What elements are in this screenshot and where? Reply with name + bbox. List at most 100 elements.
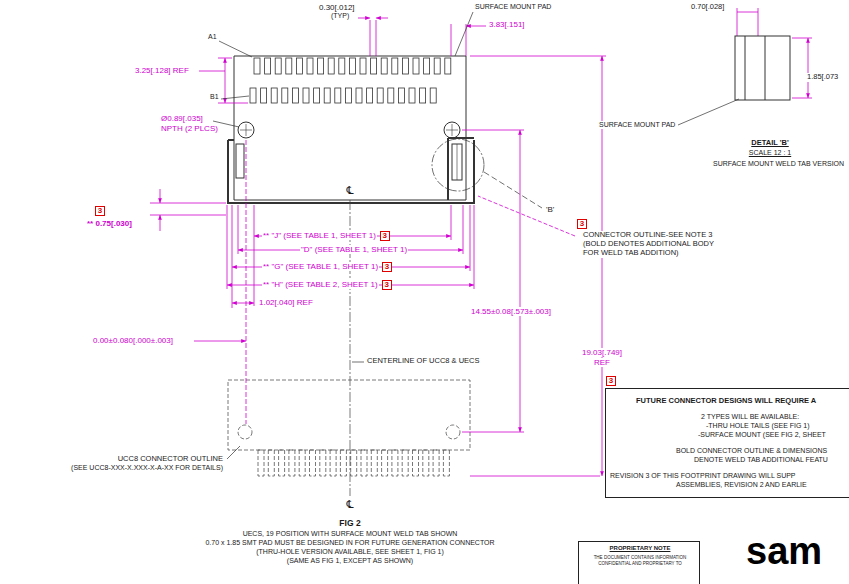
dimension-lines — [232, 303, 254, 304]
revision-box: 3 — [606, 376, 616, 386]
connector-body — [444, 122, 460, 138]
dimension-lines — [160, 215, 161, 231]
contact-pad — [250, 88, 256, 103]
contact-pad — [402, 58, 408, 74]
note-text: CONFIDENTIAL AND PROPRIETARY TO — [598, 561, 682, 566]
note-text: FUTURE CONNECTOR DESIGNS WILL REQUIRE A — [636, 397, 816, 406]
leader-lines — [484, 172, 542, 208]
dimension-lines — [246, 140, 247, 424]
ucc8-pin — [330, 450, 336, 476]
ucc8-pin — [299, 450, 305, 476]
dimension-lines — [150, 215, 226, 216]
dimension-lines — [376, 18, 388, 19]
ucc8-pin — [258, 450, 264, 476]
contact-pad — [292, 88, 298, 103]
revision-number: 3 — [385, 263, 389, 271]
drawing-label: UECS, 19 POSITION WITH SURFACE MOUNT WEL… — [242, 530, 459, 538]
contact-pad — [349, 58, 355, 74]
revision-box: 3 — [382, 280, 392, 290]
leader-lines — [219, 41, 252, 57]
drawing-label: 1.85[.073 — [806, 73, 839, 82]
contact-pad — [424, 58, 430, 74]
drawing-label: FIG 2 — [338, 519, 361, 529]
ucc8-pin — [392, 450, 398, 476]
dimension-lines — [808, 38, 809, 98]
connector-body — [228, 140, 474, 203]
drawing-label: CONNECTOR OUTLINE-SEE NOTE 3 — [582, 231, 713, 240]
contact-pad — [318, 58, 324, 74]
connector-body — [234, 56, 466, 200]
note-text: THE DOCUMENT CONTAINS INFORMATION — [594, 555, 687, 560]
note-text: REVISION 3 OF THIS FOOTPRINT DRAWING WIL… — [610, 472, 796, 480]
drawing-label: FOR WELD TAB ADDITION) — [582, 249, 680, 258]
ucc8-outline — [228, 380, 470, 476]
detail-b-pad — [765, 36, 766, 100]
contact-pad — [314, 88, 320, 103]
ucc8-pin — [310, 450, 316, 476]
ucc8-pin — [279, 450, 285, 476]
contact-pad — [371, 58, 377, 74]
leader-lines — [455, 12, 473, 56]
dimension-lines — [451, 24, 452, 56]
dimension-lines — [225, 58, 226, 103]
contact-pad — [445, 58, 451, 74]
drawing-label: CENTERLINE OF UCC8 & UECS — [366, 357, 481, 366]
dimension-lines — [218, 103, 248, 104]
dimension-lines — [462, 130, 524, 131]
dimension-lines — [254, 205, 255, 306]
drawing-label: ** "J" (SEE TABLE 1, SHEET 1) — [262, 231, 377, 240]
leader-lines — [352, 362, 364, 363]
ucc8-pin — [443, 450, 449, 476]
dimension-lines — [194, 341, 246, 342]
drawing-label: 14.55±0.08[.573±.003] — [470, 307, 552, 316]
contact-pad — [271, 88, 277, 103]
dimension-lines — [470, 205, 471, 271]
drawing-label: ℄ — [345, 184, 354, 197]
dimension-lines — [478, 196, 575, 236]
dimension-lines — [199, 71, 225, 72]
detail-b-pad — [745, 36, 746, 100]
dimension-lines — [451, 205, 452, 240]
contact-pad — [296, 58, 302, 74]
leader-lines — [227, 446, 240, 459]
dimension-lines — [792, 98, 812, 99]
dimension-lines — [462, 432, 524, 433]
drawing-label: 1.02[.040] REF — [258, 298, 314, 307]
dimension-lines — [466, 26, 486, 27]
contact-pad — [286, 58, 292, 74]
leader-lines — [432, 139, 484, 191]
contact-pad — [328, 58, 334, 74]
contact-pad — [275, 58, 281, 74]
drawing-label: DETAIL 'B' — [750, 139, 789, 148]
connector-body — [238, 122, 254, 138]
contact-pad — [360, 58, 366, 74]
dimension-lines — [474, 205, 475, 289]
dimension-lines — [160, 189, 161, 203]
drawing-label: REF — [593, 358, 611, 367]
note-text: -THRU HOLE TAILS (SEE FIG 1) — [706, 422, 810, 430]
drawing-label: SCALE 12 : 1 — [748, 149, 792, 157]
drawing-label: 3.83[.151] — [488, 20, 526, 29]
dimension-lines — [232, 205, 233, 308]
ucc8-pin — [340, 450, 346, 476]
drawing-label: ** "H" (SEE TABLE 2, SHEET 1) — [262, 280, 379, 289]
ucc8-pin — [413, 450, 419, 476]
revision-number: 3 — [383, 232, 387, 240]
contact-pad — [388, 88, 394, 103]
connector-body — [228, 139, 234, 141]
contact-pad — [398, 88, 404, 103]
contact-pad — [261, 88, 267, 103]
dimension-lines — [376, 20, 377, 56]
logo-text: sam — [745, 532, 823, 570]
contact-pads — [250, 58, 451, 103]
ucc8-outline — [446, 425, 460, 439]
contact-pad — [430, 88, 436, 103]
ucc8-outline — [238, 425, 252, 439]
drawing-label: 3.25[.128] REF — [134, 66, 190, 75]
contact-pad — [356, 88, 362, 103]
ucc8-pin — [433, 450, 439, 476]
drawing-label: B1 — [209, 93, 220, 101]
drawing-label: 'B' — [545, 205, 555, 214]
revision-number: 3 — [609, 377, 613, 385]
